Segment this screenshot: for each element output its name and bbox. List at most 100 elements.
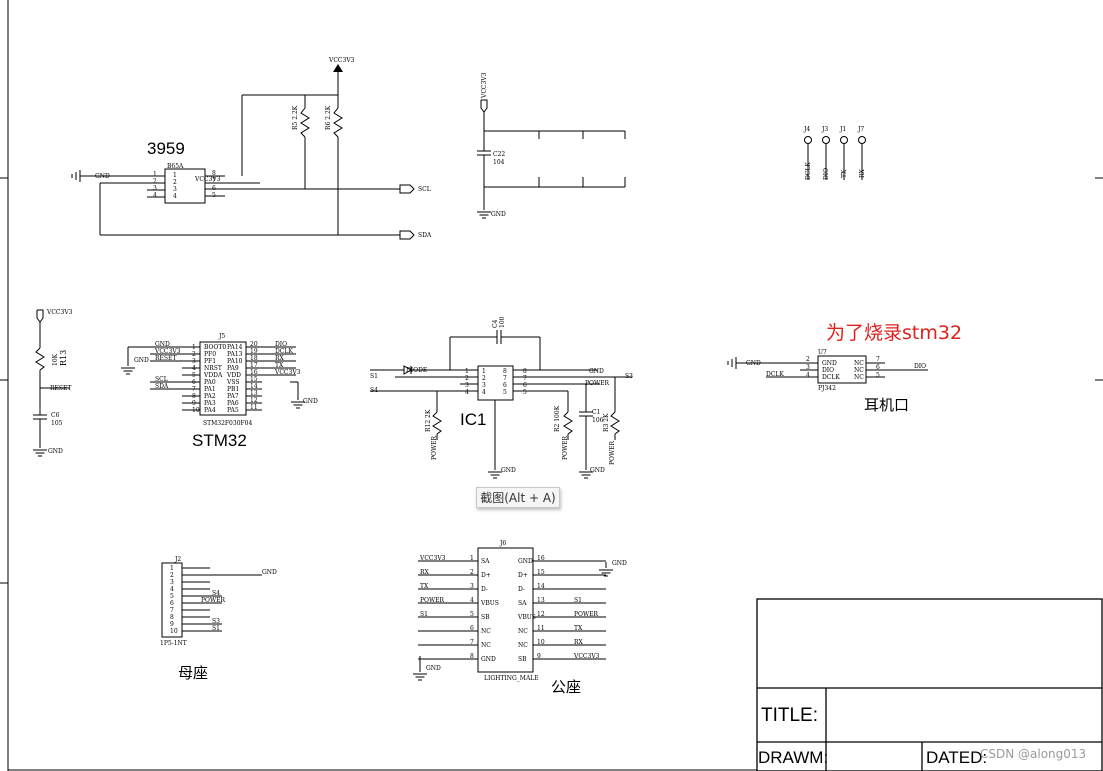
j6-ref: J6 [499,540,506,547]
j5-pin-num: 6 [192,379,196,386]
net-label-gnd: GND [491,211,506,218]
j6-pin-name: D+ [481,572,491,579]
label-ic1: IC1 [460,410,487,429]
j5-pin-num: 9 [192,400,196,407]
j6-pin-name: NC [518,642,528,649]
j6-pin-name: GND [481,656,496,663]
reset-rc-block: VCC3V3 RESET R13 10K C6 105 GND [32,309,73,457]
net-label-gnd: GND [426,665,441,672]
resistor-r6: R6 2.2K [325,105,332,130]
ic1-pin: 7 [503,375,507,382]
j5-right-net: VCC3V3 [274,369,301,376]
jumper-net: DCLK [805,162,812,180]
net-label-vcc: VCC3V3 [46,309,73,316]
j6-right-net: VCC3V3 [573,653,600,660]
j2-pin-num: 1 [170,565,174,572]
j6-pin-name: VBUS [517,614,536,621]
j6-pin-num: 16 [537,555,545,562]
net-label-power: POWER [585,380,610,387]
diode-label: DIODE [406,367,427,374]
u7-pin-name: DCLK [822,374,840,381]
j6-pin-num: 5 [470,611,474,618]
j6-left-net: VCC3V3 [419,555,446,562]
j5-pin-name: PA9 [227,365,239,372]
net-label-vcc: VCC3V3 [481,72,488,99]
net-label-sda: SDA [418,232,432,239]
j6-pin-num: 12 [537,611,545,618]
j5-left-net: VCC3V3 [154,348,181,355]
r12-ref: R12 2K [425,409,432,432]
net-label-gnd: GND [134,357,149,364]
j5-pin-name: PA4 [204,407,216,414]
title-label: TITLE: [761,705,819,726]
net-label-reset: RESET [50,385,71,392]
u3959-pin: 2 [173,179,177,186]
ic1-pin: 8 [523,368,527,375]
j5-right-net: DIO [275,341,287,348]
ic1-pin: 4 [465,389,469,396]
ic1-pin: 2 [482,375,486,382]
j5-pin-num: 16 [250,369,258,376]
u7-pin-name: NC [854,374,864,381]
j6-right-net: S1 [574,597,582,604]
u7-pj342-block: U7 PJ342 2 3 4 GND DIO DCLK 7 6 5 NC NC … [727,349,928,392]
j2-net: GND [262,569,277,576]
u3959-ref: B65A [167,163,184,170]
net-label-power: POWER [562,435,569,460]
j6-pin-num: 8 [470,653,474,660]
j5-body [199,341,247,416]
j6-pin-num: 2 [470,569,474,576]
j6-pin-name: VBUS [480,600,499,607]
j5-right-net: TX [275,362,284,369]
j5-right-net: RX [275,355,285,362]
u7-pin-name: GND [822,360,837,367]
j5-pin-name: VDD [226,372,241,379]
j6-pin-name: NC [481,628,491,635]
u3959-left-pins: 1 2 3 4 1 2 3 4 [153,171,177,200]
label-stm32: STM32 [192,431,247,450]
ic1-pin: 5 [503,389,507,396]
u3959-right-pins: 8 7 6 5 [212,170,216,199]
u3959-block: B65A VCC3V3 1 2 3 4 1 2 3 4 8 7 6 5 [71,57,432,240]
j6-part: LIGHTING_MALE [484,675,539,682]
c4-value: 100 [499,316,506,328]
j6-pin-num: 13 [537,597,545,604]
jumper-ref: J3 [821,126,828,133]
net-label-gnd: GND [746,360,761,367]
j5-pin-num: 3 [192,358,196,365]
net-label-gnd: GND [589,368,604,375]
j2-body [161,562,183,638]
u7-pin-name: NC [854,360,864,367]
j5-pin-name: PA6 [227,400,239,407]
j6-pin-num: 1 [470,555,474,562]
j5-pin-num: 20 [250,341,258,348]
net-label-gnd: GND [590,467,605,474]
j5-pin-num: 4 [192,365,196,372]
j5-left-net: GND [155,341,170,348]
net-label-gnd: GND [95,173,110,180]
j2-ref: J2 [174,556,181,563]
u3959-pin: 8 [212,170,216,177]
j6-pin-name: D+ [518,572,528,579]
watermark: CSDN @along013 [980,747,1087,761]
r13-ref: R13 [59,350,68,366]
r13-value: 10K [52,353,59,366]
c6-ref: C6 [51,412,60,419]
j2-pin-num: 9 [170,621,174,628]
j5-pin-num: 19 [250,348,258,355]
j6-left-net: POWER [420,597,445,604]
j5-pin-name: VSS [226,379,239,386]
j2-pin-num: 7 [170,607,174,614]
j5-pin-num: 1 [192,344,196,351]
u3959-pin: 4 [153,192,157,199]
j5-pin-name: PA2 [204,393,216,400]
net-label-scl: SCL [418,186,431,193]
j5-pin-num: 18 [250,355,258,362]
u7-pin: 6 [876,364,880,371]
j5-pin-name: PA1 [204,386,216,393]
j6-pin-num: 4 [470,597,474,604]
ic1-pin: 1 [465,368,469,375]
j6-pin-num: 11 [537,625,545,632]
j6-pin-num: 15 [537,569,545,576]
